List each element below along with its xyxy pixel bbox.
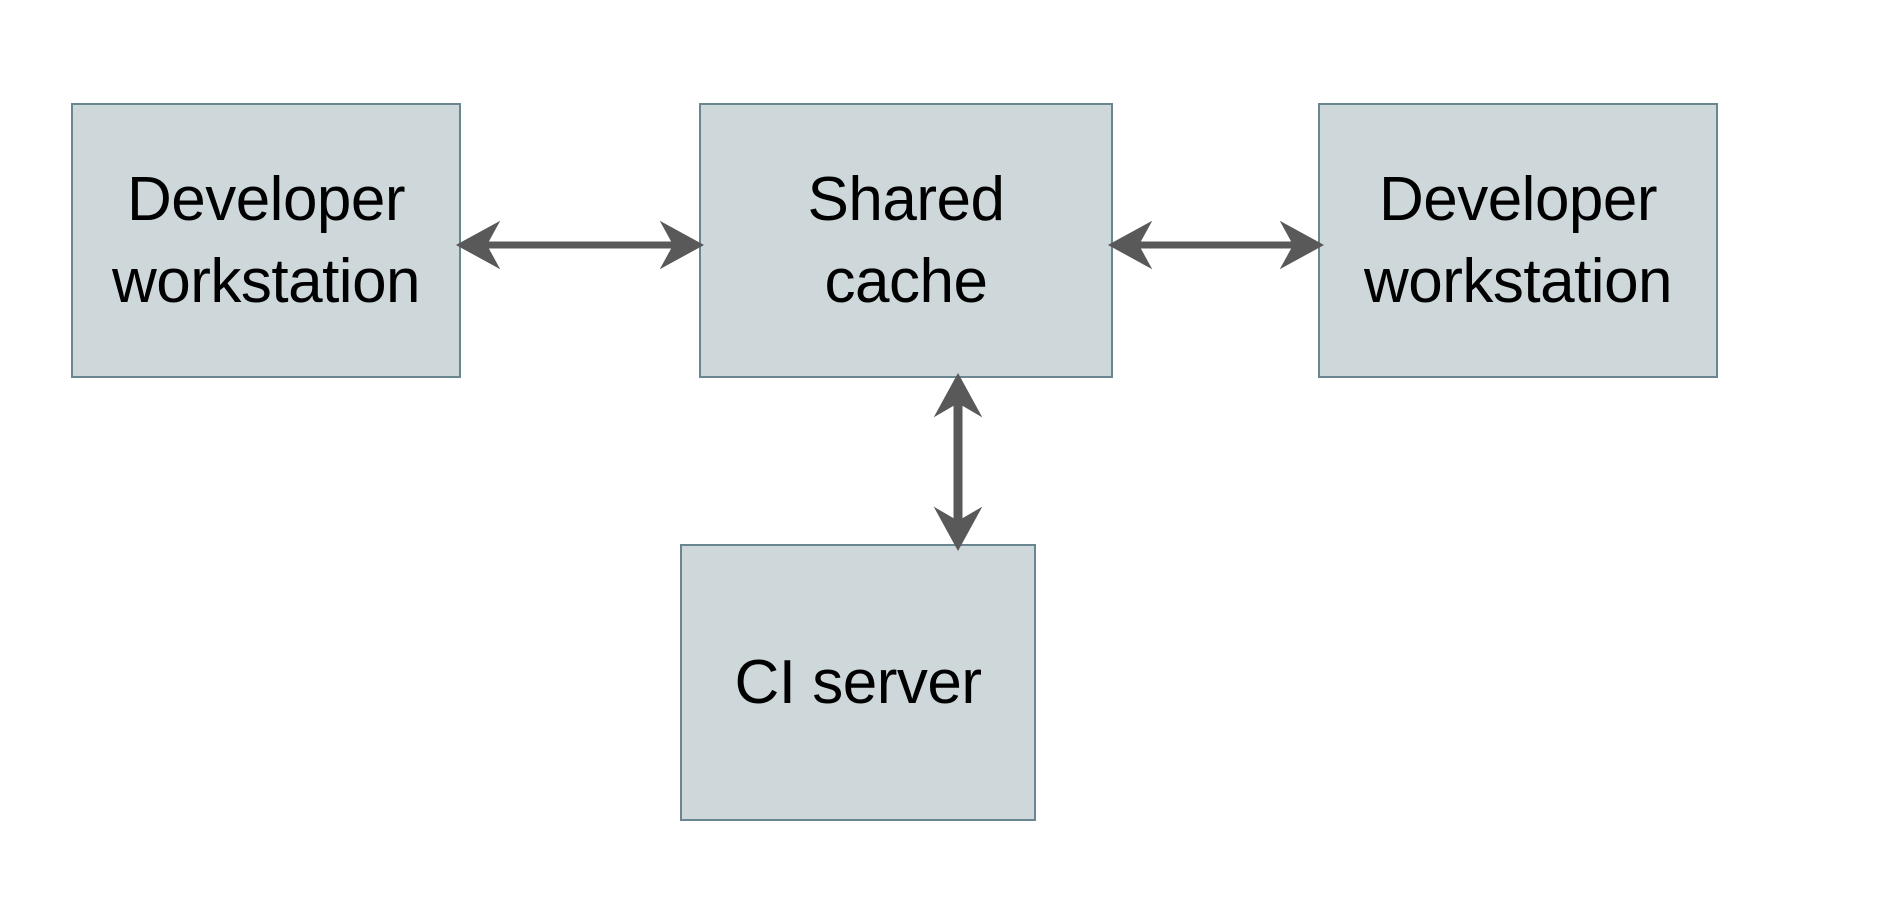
double-arrow-icon <box>455 220 705 270</box>
node-shared-cache[interactable]: Shared cache <box>699 103 1113 378</box>
node-label: Developer workstation <box>1363 164 1673 316</box>
node-developer-workstation-right[interactable]: Developer workstation <box>1318 103 1718 378</box>
double-arrow-icon <box>1107 220 1325 270</box>
edge-shared-cache-to-ci-server[interactable] <box>928 372 988 552</box>
node-label: Developer workstation <box>111 164 421 316</box>
edge-dev-left-to-shared-cache[interactable] <box>455 215 705 275</box>
node-label: CI server <box>734 647 982 717</box>
edge-shared-cache-to-dev-right[interactable] <box>1107 215 1325 275</box>
node-developer-workstation-left[interactable]: Developer workstation <box>71 103 461 378</box>
node-ci-server[interactable]: CI server <box>680 544 1036 821</box>
node-label: Shared cache <box>807 164 1005 316</box>
double-arrow-icon <box>933 372 983 552</box>
